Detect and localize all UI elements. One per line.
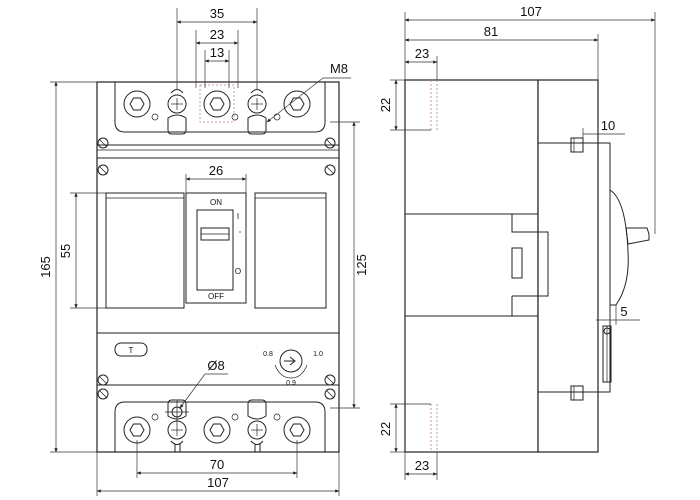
top-terminal-bolt [203,90,231,118]
mounting-screw [97,374,109,386]
handle-housing [185,192,247,304]
top-terminal-cover [114,82,326,133]
front-dimensions: 35 23 13 M8 165 55 26 125 Ø8 [38,6,369,496]
toggle-handle[interactable] [196,209,234,291]
on-mark: I [237,212,239,221]
dim-top-13: 13 [210,45,224,60]
bottom-terminal-sleeve [247,399,267,420]
mounting-screw [324,164,336,176]
dim-side-5: 5 [620,304,627,319]
dial-min-label: 0.8 [263,351,273,358]
dim-side-top-23: 23 [415,46,429,61]
off-mark: O [235,267,241,276]
dial-bottom-label: 0.9 [286,380,296,387]
dim-side-top-22: 22 [378,98,393,112]
dim-side-107: 107 [520,4,542,19]
dim-bottom-70: 70 [210,457,224,472]
dim-side-81: 81 [484,24,498,39]
dim-handle-26: 26 [209,163,223,178]
top-terminal-sleeve [167,114,187,135]
bottom-terminal-sleeve [167,399,187,420]
dim-left-165: 165 [38,256,53,278]
front-plate [597,142,611,393]
mounting-screw [324,374,336,386]
dim-bottom-107: 107 [207,475,229,490]
dim-left-55: 55 [58,244,73,258]
mounting-screw [97,388,109,400]
side-view [404,79,650,453]
dim-thread-m8: M8 [330,61,348,76]
front-view: ON OFF I O T 0.8 1.0 0.9 [96,81,340,453]
dial-max-label: 1.0 [313,351,323,358]
off-label: OFF [208,292,224,301]
mounting-screw [324,137,336,149]
dim-right-125: 125 [354,254,369,276]
dim-side-10: 10 [601,118,615,133]
side-dimensions: 107 81 23 22 10 5 22 23 [378,4,656,480]
dim-top-23: 23 [210,27,224,42]
dim-top-35: 35 [210,6,224,21]
breaker-body [96,81,340,453]
mounting-screw [97,164,109,176]
adjustment-dial[interactable] [274,349,308,379]
dim-side-bottom-23: 23 [415,458,429,473]
mounting-screw [97,137,109,149]
on-label: ON [210,198,222,207]
test-button-label: T [129,346,134,355]
dim-side-bottom-22: 22 [378,422,393,436]
side-handle[interactable] [609,189,629,306]
left-window [105,192,185,309]
test-button[interactable] [114,342,148,357]
top-terminal-sleeve [247,114,267,135]
side-cover [537,79,599,453]
bottom-terminal-cover [114,401,326,452]
bottom-terminal-bolt [203,416,231,444]
dim-hole-8: Ø8 [207,358,224,373]
top-terminal-bolt [123,90,151,118]
right-window [254,192,327,309]
side-body [404,79,539,453]
bottom-terminal-screw [247,420,267,445]
mounting-screw [324,388,336,400]
